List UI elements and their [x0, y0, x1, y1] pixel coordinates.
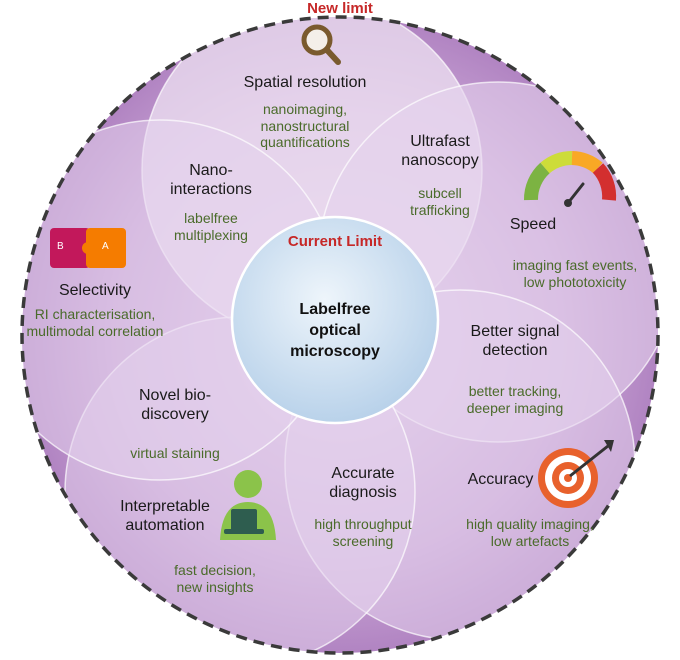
spatial-resolution-title: Spatial resolution — [243, 74, 367, 91]
accuracy-sub: high quality imaging, low artefacts — [440, 516, 620, 549]
better-signal-detection-sub: better tracking, deeper imaging — [440, 383, 590, 416]
interpretable-automation-sub-line2: new insights — [176, 578, 254, 595]
speedometer-icon — [524, 151, 617, 207]
selectivity-sub-line1: RI characterisation, — [34, 306, 156, 322]
accurate-diagnosis-sub-line1: high throughput — [314, 516, 412, 532]
interpretable-automation-title-line2: automation — [125, 516, 205, 534]
accurate-diagnosis-title-line1: Accurate — [331, 465, 395, 482]
selectivity-sub: RI characterisation, multimodal correlat… — [5, 306, 185, 339]
better-signal-detection-title-line1: Better signal — [470, 323, 560, 340]
better-signal-detection-sub-line1: better tracking, — [468, 383, 562, 399]
novel-biodiscovery-title-line1: Novel bio- — [138, 387, 212, 404]
target-dart-icon — [538, 440, 614, 508]
new-limit-boundary — [20, 15, 660, 655]
magnifier-icon — [301, 24, 341, 65]
person-laptop-icon — [220, 470, 276, 540]
center-title-line1: Labelfree — [299, 301, 371, 318]
spatial-resolution-sub-line2: nanostructural — [260, 117, 350, 134]
new-limit-label: New limit — [307, 0, 373, 17]
ultrafast-nanoscopy-sub: subcell trafficking — [380, 185, 500, 218]
nano-interactions-sub-line1: labelfree — [184, 210, 238, 226]
accurate-diagnosis-sub: high throughput screening — [298, 516, 428, 549]
spatial-resolution-sub-line3: quantifications — [260, 134, 350, 151]
nano-interactions-sub-line2: multiplexing — [174, 226, 248, 243]
selectivity-sub-line2: multimodal correlation — [26, 322, 164, 339]
nano-interactions-title-line2: interactions — [170, 180, 252, 198]
ultrafast-nanoscopy-title: Ultrafast nanoscopy — [380, 133, 500, 171]
accuracy-sub-line2: low artefacts — [490, 532, 570, 549]
better-signal-detection-sub-line2: deeper imaging — [466, 399, 564, 416]
speed-sub: imaging fast events, low phototoxicity — [485, 257, 665, 290]
interpretable-automation-sub: fast decision, new insights — [150, 562, 280, 595]
interpretable-automation-title-line1: Interpretable — [120, 498, 210, 515]
puzzle-letter-b: B — [57, 241, 64, 252]
ultrafast-nanoscopy-title-line1: Ultrafast — [410, 133, 470, 150]
accurate-diagnosis-sub-line2: screening — [332, 532, 394, 549]
spatial-resolution-sub: nanoimaging, nanostructural quantificati… — [205, 101, 405, 151]
speed-sub-line2: low phototoxicity — [523, 273, 627, 290]
current-limit-label: Current Limit — [287, 233, 383, 250]
accurate-diagnosis-title: Accurate diagnosis — [303, 465, 423, 503]
interpretable-automation-title: Interpretable automation — [105, 498, 225, 536]
puzzle-letter-a: A — [102, 241, 109, 252]
center-title: Labelfree optical microscopy — [265, 300, 405, 362]
ultrafast-nanoscopy-sub-line2: trafficking — [410, 201, 470, 218]
novel-biodiscovery-sub: virtual staining — [130, 445, 220, 461]
nano-interactions-title-line1: Nano- — [189, 162, 233, 179]
center-title-line3: microscopy — [290, 342, 380, 360]
interpretable-automation-sub-line1: fast decision, — [174, 562, 256, 578]
speed-title: Speed — [509, 216, 557, 233]
better-signal-detection-title-line2: detection — [482, 341, 548, 359]
accuracy-title: Accuracy — [467, 471, 534, 488]
center-circle — [230, 215, 440, 425]
puzzle-ba-icon — [50, 228, 126, 268]
better-signal-detection-title: Better signal detection — [445, 323, 585, 361]
novel-biodiscovery-title-line2: discovery — [141, 405, 209, 423]
novel-biodiscovery-title: Novel bio- discovery — [110, 387, 240, 425]
center-title-line2: optical — [309, 321, 361, 339]
ultrafast-nanoscopy-sub-line1: subcell — [418, 185, 462, 201]
accurate-diagnosis-title-line2: diagnosis — [329, 483, 397, 501]
nano-interactions-sub: labelfree multiplexing — [146, 210, 276, 243]
selectivity-title: Selectivity — [58, 282, 132, 299]
ultrafast-nanoscopy-title-line2: nanoscopy — [401, 151, 479, 169]
nano-interactions-title: Nano- interactions — [146, 162, 276, 200]
spatial-resolution-sub-line1: nanoimaging, — [262, 101, 348, 117]
speed-sub-line1: imaging fast events, — [512, 257, 638, 273]
accuracy-sub-line1: high quality imaging, — [466, 516, 594, 532]
